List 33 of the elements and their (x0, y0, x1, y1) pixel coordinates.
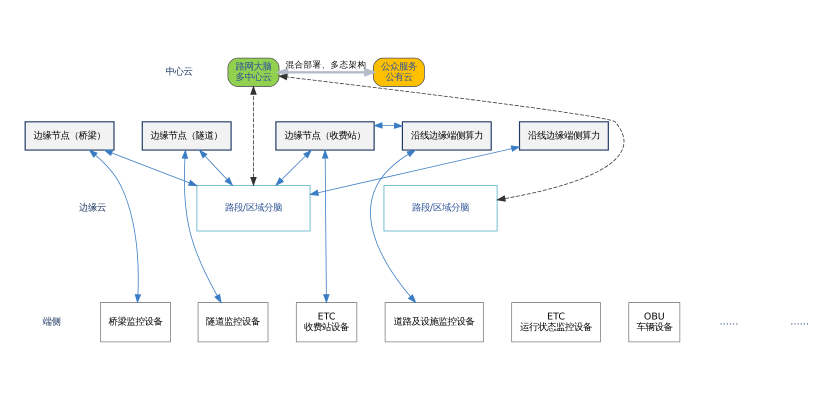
node-box: 边缘节点（桥梁） (24, 121, 115, 151)
arrow (103, 150, 198, 186)
node-box: 路段/区域分脑 (384, 185, 498, 232)
node-box: 道路及设施监控设备 (384, 302, 484, 342)
node-box: 路段/区域分脑 (196, 185, 310, 232)
node-box: 公众服务 公有云 (372, 58, 425, 87)
arrow (275, 150, 312, 186)
arrow (370, 150, 416, 304)
node-box: 沿线边缘端侧算力 (518, 121, 609, 151)
label: 端侧 (42, 316, 61, 328)
arrow (198, 150, 234, 186)
node-box: ETC 运行状态监控设备 (511, 302, 601, 342)
node-box: 桥梁监控设备 (100, 302, 171, 342)
arrow (309, 145, 521, 196)
arrow (182, 149, 222, 304)
node-box: 路网大脑 多中心云 (228, 58, 280, 87)
label: …… (720, 316, 738, 328)
node-box: 边缘节点（隧道） (142, 121, 232, 151)
label: …… (790, 316, 810, 328)
node-box: 边缘节点（收费站） (275, 121, 375, 151)
label: 边缘云 (78, 202, 106, 214)
arrow (250, 85, 257, 186)
node-box: OBU 车辆设备 (628, 302, 680, 342)
node-box: 沿线边缘端侧算力 (402, 121, 492, 151)
arrow (276, 68, 377, 77)
arrow (322, 149, 330, 304)
arrow (278, 74, 624, 202)
label: 中心云 (165, 66, 192, 78)
node-box: 隧道监控设备 (198, 302, 268, 342)
node-box: ETC 收费站设备 (296, 302, 358, 342)
arrow (373, 122, 404, 129)
edge-label: 混合部署、多态架构 (286, 60, 367, 70)
arrow (88, 149, 142, 304)
